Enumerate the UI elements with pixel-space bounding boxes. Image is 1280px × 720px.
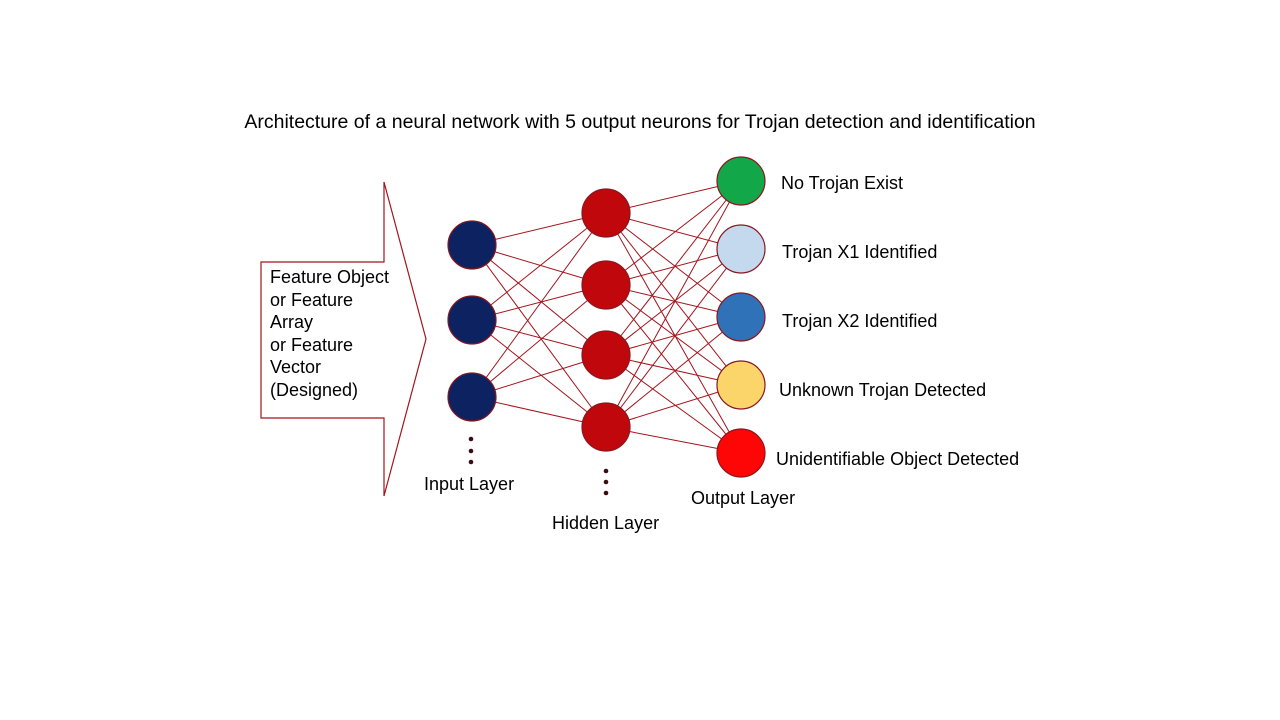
connection-hidden-1-output-4 (605, 284, 742, 454)
connection-hidden-0-output-2 (605, 212, 742, 318)
output-label-1: Trojan X1 Identified (782, 242, 938, 262)
ellipses (468, 436, 609, 496)
output-neuron-0 (716, 156, 766, 206)
connection-hidden-1-output-0 (605, 180, 742, 286)
output-label-3: Unknown Trojan Detected (779, 380, 987, 400)
input-layer-label: Input Layer (424, 474, 515, 494)
connection-hidden-2-output-0 (605, 180, 742, 356)
output-neuron-4 (716, 428, 766, 478)
output-neuron-3 (716, 360, 766, 410)
connection-hidden-2-output-1 (605, 248, 742, 356)
input-neuron-0 (447, 220, 497, 270)
output-label-2: Trojan X2 Identified (782, 311, 938, 331)
input-neuron-1 (447, 295, 497, 345)
input-ellipsis-dot-1 (468, 448, 474, 454)
hidden-neuron-1 (581, 260, 631, 310)
input-ellipsis-dot-0 (468, 436, 474, 442)
hidden-ellipsis-dot-0 (603, 468, 609, 474)
connection-input-0-hidden-2 (471, 244, 607, 356)
connection-hidden-2-output-4 (605, 354, 742, 454)
diagram-title: Architecture of a neural network with 5 … (244, 111, 1036, 133)
input-ellipsis-dot-2 (468, 459, 474, 465)
hidden-layer-label: Hidden Layer (552, 513, 660, 533)
connection-input-2-hidden-1 (471, 284, 607, 398)
output-neuron-2 (716, 292, 766, 342)
input-neuron-2 (447, 372, 497, 422)
input-arrow (260, 181, 427, 497)
connection-input-0-hidden-3 (471, 244, 607, 428)
output-neuron-1 (716, 224, 766, 274)
connection-hidden-3-output-0 (605, 180, 742, 428)
connection-hidden-3-output-1 (605, 248, 742, 428)
hidden-neuron-0 (581, 188, 631, 238)
hidden-ellipsis-dot-1 (603, 479, 609, 485)
connection-hidden-0-output-4 (605, 212, 742, 454)
connection-input-1-hidden-0 (471, 212, 607, 321)
neurons (447, 156, 766, 478)
hidden-ellipsis-dot-2 (603, 490, 609, 496)
input-arrow-text: Feature Object or Feature Array or Featu… (270, 267, 390, 400)
connection-input-2-hidden-0 (471, 212, 607, 398)
output-label-4: Unidentifiable Object Detected (776, 449, 1020, 469)
output-layer-label: Output Layer (691, 488, 796, 508)
hidden-neuron-2 (581, 330, 631, 380)
connection-input-1-hidden-3 (471, 319, 607, 428)
hidden-neuron-3 (581, 402, 631, 452)
connection-hidden-0-output-3 (605, 212, 742, 386)
connection-hidden-1-output-3 (605, 284, 742, 386)
connection-hidden-3-output-2 (605, 316, 742, 428)
output-label-0: No Trojan Exist (781, 173, 904, 193)
